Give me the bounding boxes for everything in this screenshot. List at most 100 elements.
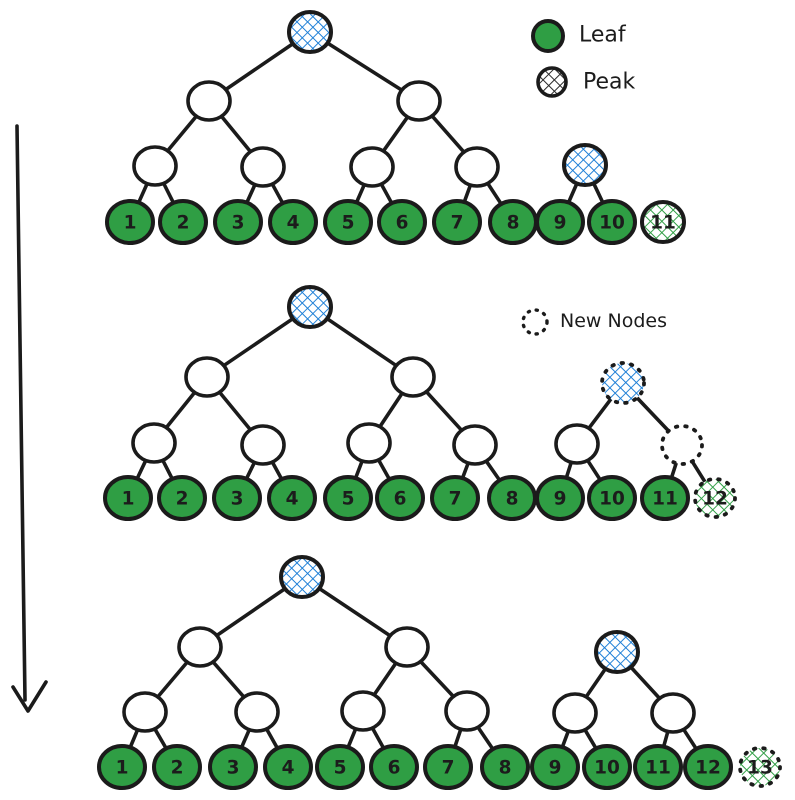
mmr-13-edge-parent-12--leaf-1 xyxy=(128,727,140,750)
mmr-13-edge-parent-1112--leaf-11 xyxy=(661,729,670,749)
mmr-11-leaf-6 xyxy=(377,199,427,245)
mmr-13-edge-parent-910--leaf-10 xyxy=(582,727,599,751)
mmr-11-root-peak xyxy=(287,10,333,54)
mmr-12-leaf-12-label: 12 xyxy=(702,489,728,510)
mmr-12-leaf-4 xyxy=(267,475,317,521)
mmr-11-leaf-9-label: 9 xyxy=(554,213,567,234)
mmr-11-edge-parent-78--leaf-7 xyxy=(462,183,473,205)
mmr-13-leaf-8-label: 8 xyxy=(499,758,512,779)
legend-leaf-swatch xyxy=(531,19,565,53)
mmr-12-edge-parent-34--leaf-4 xyxy=(270,459,284,482)
mmr-13-edge-parent-12--leaf-2 xyxy=(152,726,169,751)
mmr-13-leaf-9 xyxy=(530,744,580,790)
mmr-13-parent-78 xyxy=(444,690,490,732)
mmr-13-parent-1234 xyxy=(177,626,223,668)
legend-peak-label: Peak xyxy=(583,70,635,95)
mmr-11-edge-root-peak--parent-1234 xyxy=(222,40,297,93)
mmr-12-edge-new-parent-1112--leaf-12 xyxy=(689,458,708,485)
mmr-12-edge-parent-78--leaf-8 xyxy=(484,458,502,483)
mmr-11-parent-56 xyxy=(349,146,395,188)
timeline-arrow-shaft xyxy=(15,124,27,702)
mmr-12-edge-parent-34--leaf-3 xyxy=(244,460,257,481)
mmr-11-leaf-5-label: 5 xyxy=(342,213,355,234)
mmr-11-leaf-11-label: 11 xyxy=(650,213,676,234)
mmr-11-edge-peak-910--leaf-9 xyxy=(566,180,580,205)
mmr-12-leaf-12 xyxy=(693,477,737,519)
mmr-12-parent-910 xyxy=(554,423,600,465)
mmr-11-edge-parent-12--leaf-1 xyxy=(136,181,150,205)
mmr-11-leaf-6-label: 6 xyxy=(396,213,409,234)
mmr-13-edge-parent-5678--parent-56 xyxy=(371,660,399,698)
mmr-13-leaf-6-label: 6 xyxy=(388,758,401,779)
mmr-13-edge-parent-34--leaf-4 xyxy=(264,726,280,751)
mmr-13-edge-parent-1234--parent-34 xyxy=(210,659,247,700)
mmr-11-leaf-7-label: 7 xyxy=(451,213,464,234)
mmr-12-leaf-10 xyxy=(587,475,637,521)
mmr-13-leaf-4-label: 4 xyxy=(282,758,295,779)
mmr-13-edge-parent-78--leaf-8 xyxy=(475,724,496,752)
mmr-12-leaf-5 xyxy=(323,475,373,521)
mmr-11-edge-parent-1234--parent-12 xyxy=(165,113,199,154)
mmr-11-parent-12 xyxy=(132,145,178,187)
mmr-13-edge-parent-5678--parent-78 xyxy=(418,659,456,699)
mmr-12-new-peak-9to12 xyxy=(600,361,646,405)
mmr-13-edge-peak-9to12--parent-1112 xyxy=(628,664,662,701)
mmr-12-root-peak xyxy=(287,285,333,329)
mmr-13-leaf-5 xyxy=(315,744,365,790)
mmr-12-leaf-2 xyxy=(157,475,207,521)
mmr-12-leaf-11-label: 11 xyxy=(652,489,678,510)
mmr-12-parent-34 xyxy=(240,424,286,466)
mmr-11-parent-1234 xyxy=(186,80,232,122)
legend-peak-swatch xyxy=(536,66,568,98)
mmr-12-edge-parent-56--leaf-5 xyxy=(353,458,365,481)
mmr-12-leaf-1-label: 1 xyxy=(122,489,135,510)
mmr-12-parent-12 xyxy=(131,422,177,464)
mmr-13-edge-parent-34--leaf-3 xyxy=(239,727,252,750)
mmr-13-edge-parent-78--leaf-7 xyxy=(452,727,463,749)
mmr-12-edge-parent-12--leaf-2 xyxy=(160,458,175,482)
mmr-11-parent-78 xyxy=(454,146,500,188)
mmr-12-edge-new-peak-9to12--new-parent-1112 xyxy=(634,394,672,434)
mmr-11-edge-parent-1234--parent-34 xyxy=(219,113,253,155)
mmr-11-edge-parent-5678--parent-78 xyxy=(429,113,467,155)
mmr-12-leaf-9 xyxy=(535,475,585,521)
mmr-12-edge-parent-5678--parent-56 xyxy=(377,391,405,429)
mmr-12-leaf-2-label: 2 xyxy=(176,489,189,510)
mmr-13-leaf-9-label: 9 xyxy=(549,758,562,779)
mmr-13-leaf-3-label: 3 xyxy=(227,758,240,779)
mmr-12-parent-56 xyxy=(346,422,392,464)
mmr-12-parent-1234 xyxy=(184,356,230,398)
mmr-11-edge-parent-34--leaf-4 xyxy=(270,181,285,206)
mmr-12-leaf-1 xyxy=(103,475,153,521)
legend-new-nodes-label: New Nodes xyxy=(560,310,667,332)
legend-leaf-label: Leaf xyxy=(579,23,627,48)
mmr-12-new-parent-1112 xyxy=(660,424,704,466)
mmr-12-edge-root-peak--parent-1234 xyxy=(220,315,297,369)
mmr-13-leaf-12-label: 12 xyxy=(695,758,721,779)
mmr-13-edge-root-peak--parent-5678 xyxy=(316,585,393,639)
mmr-11-edge-parent-5678--parent-56 xyxy=(381,114,410,154)
mmr-11-edge-parent-12--leaf-2 xyxy=(161,181,176,206)
mmr-12-edge-root-peak--parent-5678 xyxy=(323,315,400,369)
mmr-12-leaf-11 xyxy=(640,475,690,521)
mmr-11-leaf-1 xyxy=(105,199,155,245)
mmr-12-edge-parent-12--leaf-1 xyxy=(135,458,148,481)
mmr-13-leaf-7-label: 7 xyxy=(442,758,455,779)
mmr-13-leaf-11 xyxy=(633,744,683,790)
mmr-13-leaf-1 xyxy=(97,744,147,790)
mmr-13-leaf-6 xyxy=(369,744,419,790)
mmr-13-leaf-5-label: 5 xyxy=(334,758,347,779)
mmr-13-edge-root-peak--parent-1234 xyxy=(213,585,289,639)
mmr-13-leaf-1-label: 1 xyxy=(116,758,129,779)
mmr-13-leaf-10-label: 10 xyxy=(594,758,620,779)
mmr-13-leaf-2 xyxy=(152,744,202,790)
mmr-11-edge-parent-78--leaf-8 xyxy=(485,181,504,207)
mmr-12-leaf-7 xyxy=(430,475,480,521)
mmr-12-leaf-7-label: 7 xyxy=(449,489,462,510)
mmr-11-leaf-3 xyxy=(213,199,263,245)
mmr-12-leaf-6-label: 6 xyxy=(394,489,407,510)
mmr-13-leaf-13 xyxy=(738,746,782,788)
